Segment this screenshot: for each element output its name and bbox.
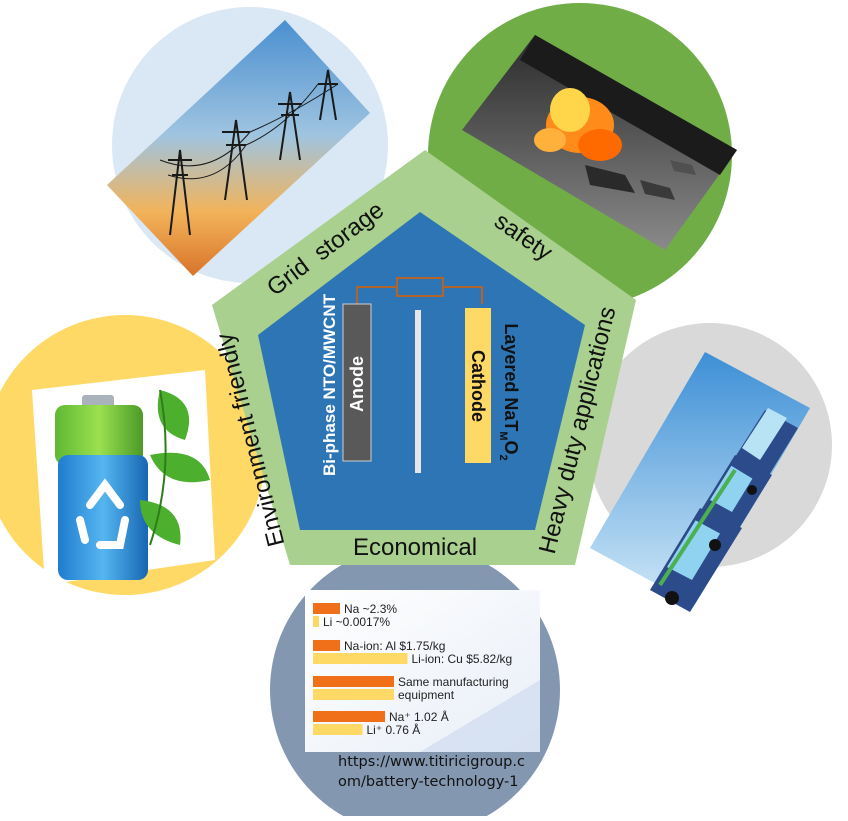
external-circuit-wire <box>356 286 483 304</box>
cathode-label: Cathode <box>468 350 488 422</box>
cathode-electrode <box>465 308 491 463</box>
bar-label-lithium: Li⁺ 0.76 Å <box>367 722 421 737</box>
bar-sodium <box>313 676 394 687</box>
bar-lithium <box>313 689 394 700</box>
economics-chart: Na ~2.3%Li ~0.0017%Na-ion: Al $1.75/kgLi… <box>305 590 540 752</box>
bar-label-sodium-line2: equipment <box>398 688 455 702</box>
separator <box>415 310 421 473</box>
bar-lithium <box>313 653 408 664</box>
anode-label: Anode <box>347 356 367 412</box>
battery-cell-schematic: Anode Cathode Bi-phase NTO/MWCNT Layered… <box>320 277 521 476</box>
burning-car-photo <box>462 35 737 250</box>
cathode-material-sub-2: 2 <box>497 455 509 461</box>
cathode-material-sub-m: M <box>497 431 509 440</box>
source-url-line2: om/battery-technology-1 <box>338 774 519 790</box>
pentagon-inner <box>258 212 585 530</box>
bar-label-sodium: Na-ion: Al $1.75/kg <box>344 639 445 653</box>
bar-sodium <box>313 640 340 651</box>
power-lines-photo <box>107 20 370 276</box>
bar-lithium <box>313 724 363 735</box>
bar-label-sodium: Na ~2.3% <box>344 602 397 616</box>
bar-label-lithium: Li-ion: Cu $5.82/kg <box>412 652 513 666</box>
resistor <box>396 277 444 297</box>
source-url-line1: https://www.titiricigroup.c <box>338 754 525 770</box>
anode-material-label: Bi-phase NTO/MWCNT <box>320 293 339 476</box>
bar-lithium <box>313 616 319 627</box>
bar-sodium <box>313 711 385 722</box>
electric-buses-photo <box>590 352 810 612</box>
bar-sodium <box>313 603 340 614</box>
bar-label-sodium: Na⁺ 1.02 Å <box>389 709 449 724</box>
bar-label-lithium: Li ~0.0017% <box>323 615 390 629</box>
cathode-material-main: Layered NaT <box>501 323 521 431</box>
cathode-material-o: O <box>501 441 521 455</box>
source-url[interactable]: https://www.titiricigroup.c om/battery-t… <box>338 752 548 792</box>
anode-electrode <box>342 303 372 462</box>
green-battery-photo <box>32 370 215 585</box>
cathode-material-label: Layered NaTMO2 <box>497 323 521 460</box>
bar-label-sodium: Same manufacturing <box>398 675 509 689</box>
label-economical: Economical <box>353 534 477 561</box>
